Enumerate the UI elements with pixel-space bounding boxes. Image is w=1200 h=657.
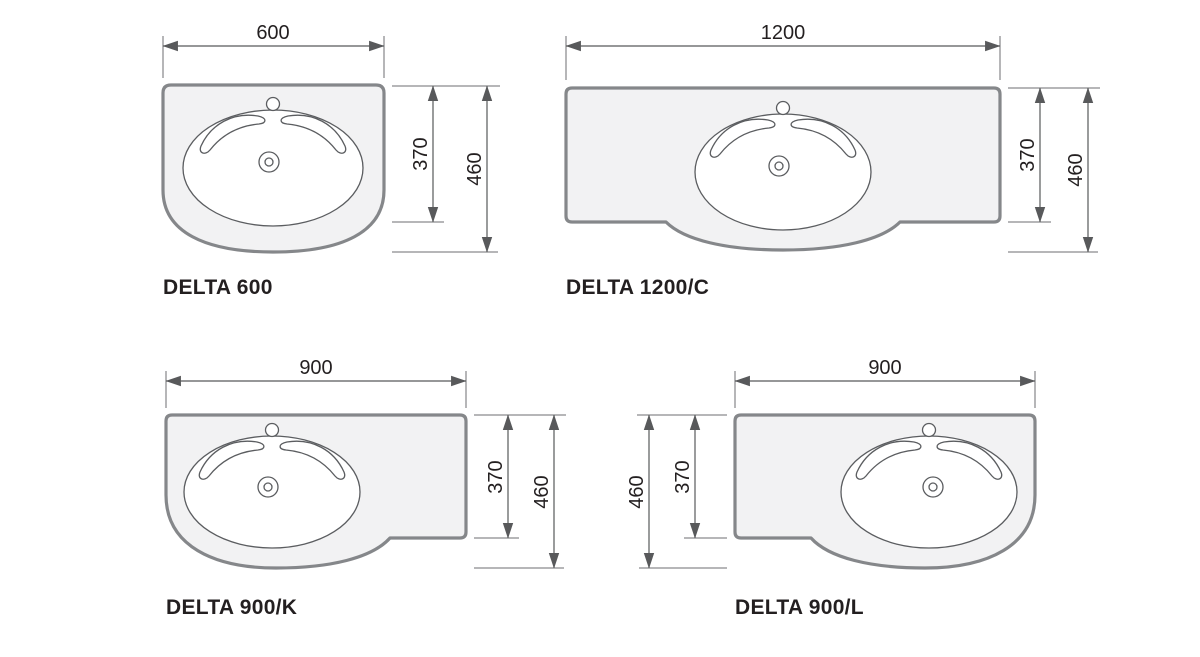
depth-total-value: 460 bbox=[626, 475, 648, 508]
drain-center bbox=[774, 161, 784, 171]
model-label: DELTA 1200/C bbox=[566, 276, 709, 299]
drain-center bbox=[928, 482, 938, 492]
depth-460-dimension: 460 bbox=[1008, 87, 1098, 253]
left-wing-detail bbox=[198, 440, 265, 480]
faucet-hole bbox=[264, 422, 280, 438]
depth-460-dimension: 460 bbox=[474, 414, 564, 569]
model-label: DELTA 900/K bbox=[166, 596, 297, 619]
depth-inner-value: 370 bbox=[410, 137, 432, 170]
drain bbox=[258, 151, 280, 173]
depth-460-dimension: 460 bbox=[392, 85, 498, 253]
width-dimension: 900 bbox=[734, 357, 1036, 408]
diagram-delta-900k: 900 370 460 DELTA 900/K bbox=[164, 357, 566, 619]
basin-bowl bbox=[183, 435, 361, 549]
right-wing-detail bbox=[280, 114, 347, 154]
depth-460-dimension: 460 bbox=[626, 414, 727, 569]
diagram-delta-600: 600 370 460 DELTA 600 bbox=[161, 22, 500, 299]
depth-inner-value: 370 bbox=[672, 460, 694, 493]
left-wing-detail bbox=[855, 440, 922, 480]
width-value: 900 bbox=[299, 357, 332, 379]
depth-370-dimension: 370 bbox=[672, 414, 727, 539]
depth-inner-value: 370 bbox=[485, 460, 507, 493]
width-dimension: 900 bbox=[165, 357, 467, 408]
left-wing-detail bbox=[199, 114, 266, 154]
width-value: 900 bbox=[868, 357, 901, 379]
basin-bowl bbox=[840, 435, 1018, 549]
depth-total-value: 460 bbox=[531, 475, 553, 508]
depth-total-value: 460 bbox=[1065, 153, 1087, 186]
width-value: 1200 bbox=[761, 22, 806, 44]
depth-inner-value: 370 bbox=[1017, 138, 1039, 171]
basin-bowl bbox=[694, 113, 872, 231]
left-wing-detail bbox=[709, 118, 776, 158]
depth-370-dimension: 370 bbox=[392, 85, 500, 223]
diagram-delta-900l: 900 460 370 DELTA 900/L bbox=[626, 357, 1037, 619]
drain bbox=[257, 476, 279, 498]
model-label: DELTA 600 bbox=[163, 276, 273, 299]
model-label: DELTA 900/L bbox=[735, 596, 864, 619]
drain bbox=[922, 476, 944, 498]
drain bbox=[768, 155, 790, 177]
depth-total-value: 460 bbox=[464, 152, 486, 185]
drain-center bbox=[264, 157, 274, 167]
diagram-delta-1200c: 1200 370 460 DELTA 1200/C bbox=[564, 22, 1100, 299]
basin-bowl bbox=[182, 109, 364, 227]
width-dimension: 600 bbox=[162, 22, 385, 78]
right-wing-detail bbox=[279, 440, 346, 480]
right-wing-detail bbox=[790, 118, 857, 158]
depth-370-dimension: 370 bbox=[474, 414, 566, 539]
faucet-hole bbox=[921, 422, 937, 438]
right-wing-detail bbox=[936, 440, 1003, 480]
width-value: 600 bbox=[256, 22, 289, 44]
faucet-hole bbox=[265, 96, 281, 112]
drain-center bbox=[263, 482, 273, 492]
width-dimension: 1200 bbox=[565, 22, 1001, 80]
faucet-hole bbox=[775, 100, 791, 116]
